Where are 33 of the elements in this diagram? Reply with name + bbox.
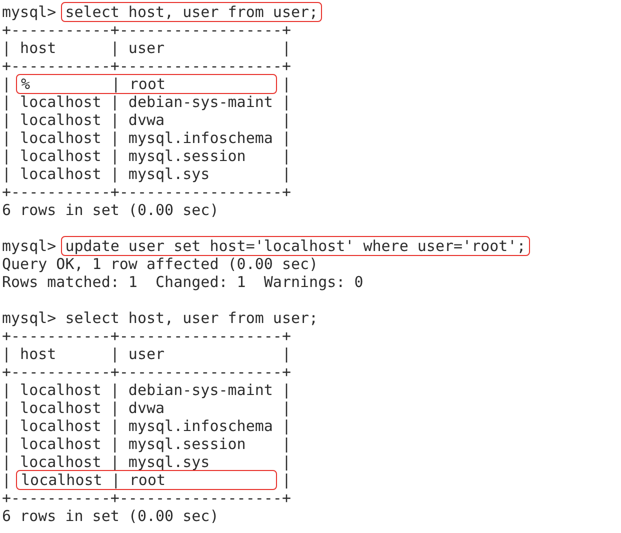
prompt: mysql> [2,3,56,21]
table-border: +-----------+------------------+ [2,183,291,201]
highlighted-row: % | root [16,74,278,94]
table-row: | localhost | mysql.infoschema | [2,129,291,147]
table-row: | localhost | mysql.session | [2,435,291,453]
table-border: +-----------+------------------+ [2,489,291,507]
table-border: +-----------+------------------+ [2,327,291,345]
table-row: | localhost | mysql.infoschema | [2,417,291,435]
status-message: 6 rows in set (0.00 sec) [2,507,219,525]
table-border: +-----------+------------------+ [2,57,291,75]
status-message: Query OK, 1 row affected (0.00 sec) [2,255,318,273]
column-separator: | [282,471,291,489]
table-row: | localhost | mysql.session | [2,147,291,165]
highlighted-row: localhost | root [16,470,278,490]
table-row: | localhost | debian-sys-maint | [2,93,291,111]
table-row: | localhost | mysql.sys | [2,453,291,471]
command-line: mysql> select host, user from user; [2,309,318,327]
table-row: | localhost | debian-sys-maint | [2,381,291,399]
table-header: | host | user | [2,39,291,57]
highlighted-command: select host, user from user; [61,2,322,22]
table-row: | localhost | mysql.sys | [2,165,291,183]
column-separator: | [2,471,12,489]
prompt: mysql> [2,237,56,255]
highlighted-command: update user set host='localhost' where user='root'; [61,236,530,256]
table-header: | host | user | [2,345,291,363]
status-message: Rows matched: 1 Changed: 1 Warnings: 0 [2,273,364,291]
table-row: | localhost | dvwa | [2,399,291,417]
column-separator: | [2,75,12,93]
table-border: +-----------+------------------+ [2,363,291,381]
status-message: 6 rows in set (0.00 sec) [2,201,219,219]
table-row: | localhost | dvwa | [2,111,291,129]
column-separator: | [282,75,291,93]
table-border: +-----------+------------------+ [2,21,291,39]
